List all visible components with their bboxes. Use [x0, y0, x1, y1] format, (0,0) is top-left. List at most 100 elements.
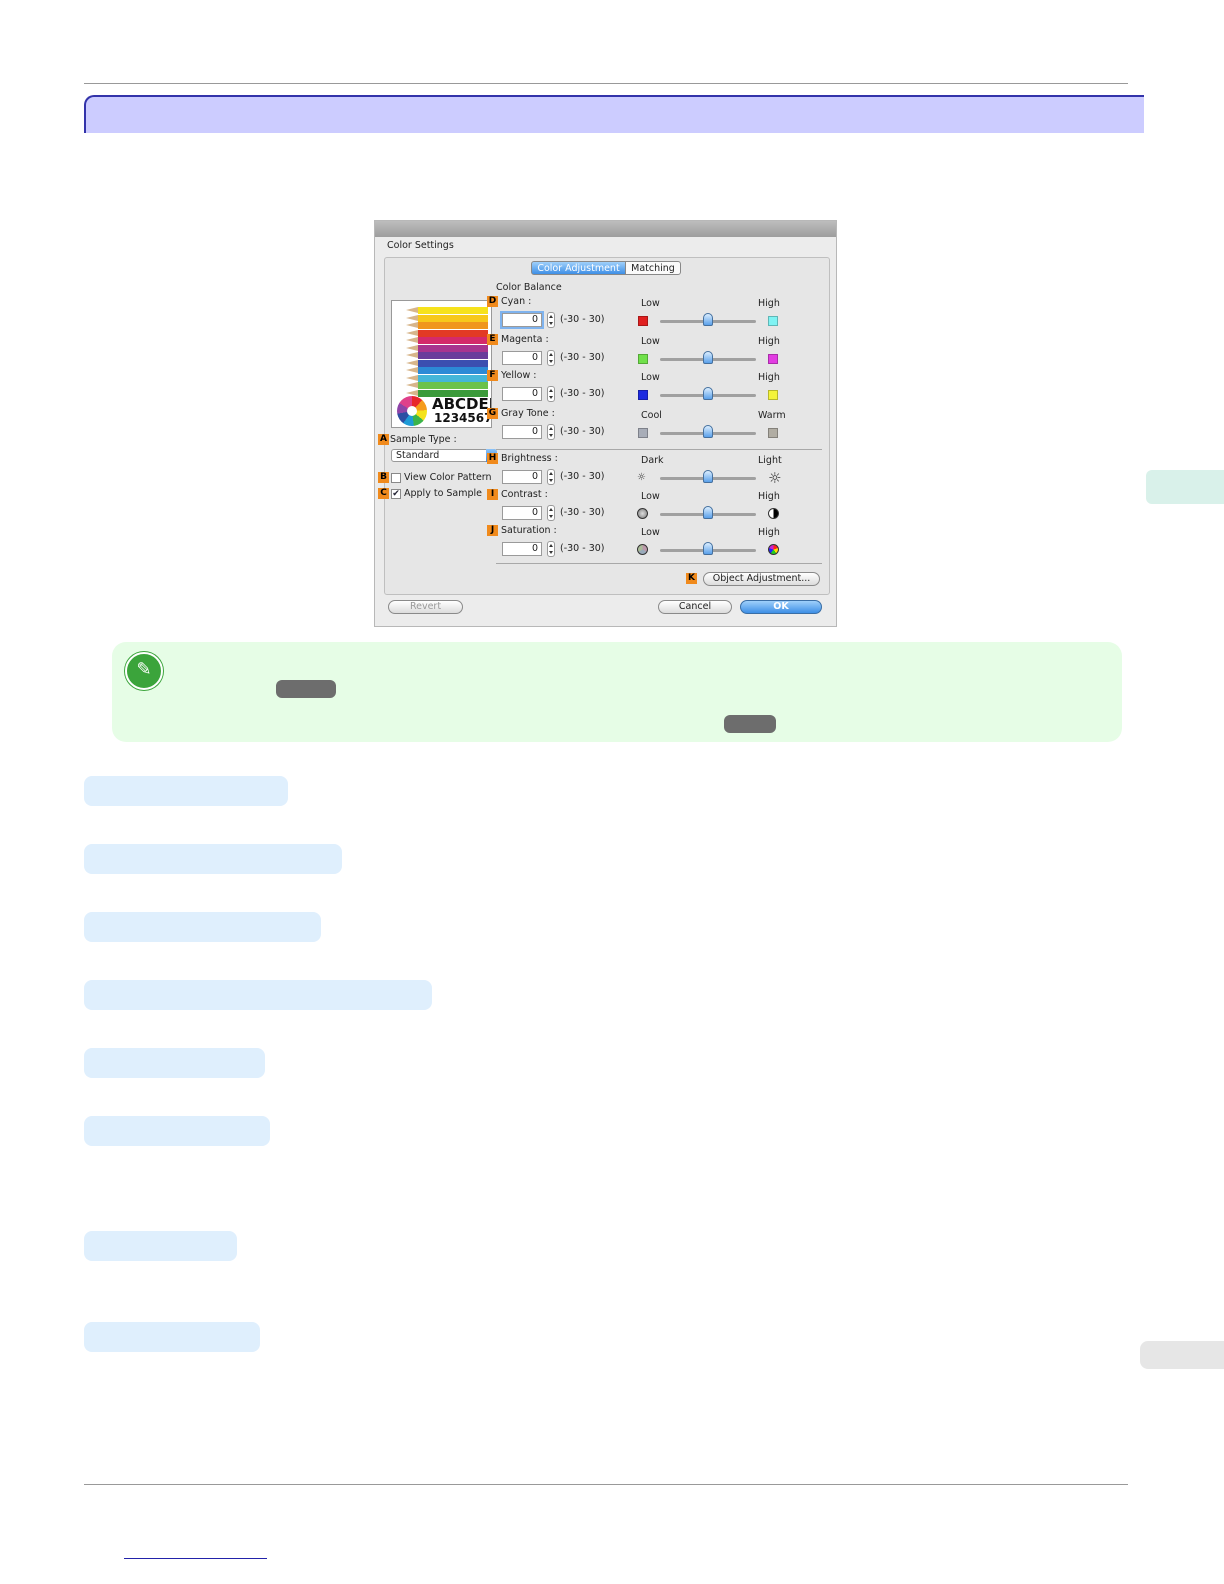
color-wheel-icon [397, 396, 427, 426]
value-field[interactable]: 0 [502, 470, 542, 484]
right-caption: High [758, 491, 780, 502]
right-caption: High [758, 336, 780, 347]
row-label: Contrast : [501, 489, 548, 500]
high-contrast-icon [768, 508, 779, 519]
tab-color-adjustment[interactable]: Color Adjustment [531, 261, 626, 275]
value-field[interactable]: 0 [502, 313, 542, 327]
note-box [112, 642, 1122, 742]
value-field[interactable]: 0 [502, 387, 542, 401]
checkmark-icon: ✔ [392, 489, 400, 499]
slider-thumb[interactable] [703, 387, 713, 400]
pencil [406, 367, 488, 374]
right-caption: High [758, 527, 780, 538]
pencil [406, 337, 488, 344]
item-heading-pill [84, 776, 288, 806]
sun-large-icon: ☼ [768, 469, 782, 487]
slider-thumb[interactable] [703, 470, 713, 483]
ok-button[interactable]: OK [740, 600, 822, 614]
left-color-swatch [638, 428, 648, 438]
right-caption: High [758, 372, 780, 383]
stepper-icon[interactable] [547, 505, 555, 521]
marker-i: I [487, 489, 498, 500]
tab-matching[interactable]: Matching [625, 261, 681, 275]
color-balance-label: Color Balance [496, 282, 562, 293]
stepper-icon[interactable] [547, 469, 555, 485]
range-text: (-30 - 30) [560, 543, 605, 554]
stepper-icon[interactable] [547, 350, 555, 366]
row-label: Cyan : [501, 296, 532, 307]
value-field[interactable]: 0 [502, 506, 542, 520]
key-chip [724, 715, 776, 733]
low-saturation-icon [637, 544, 648, 555]
pencil [406, 322, 488, 329]
right-caption: Warm [758, 410, 786, 421]
slider-thumb[interactable] [703, 313, 713, 326]
left-caption: Low [641, 298, 660, 309]
marker-c: C [378, 488, 389, 499]
low-contrast-icon [637, 508, 648, 519]
pencil [406, 382, 488, 389]
marker-e: E [487, 334, 498, 345]
row-label: Brightness : [501, 453, 558, 464]
dialog-title: Color Settings [387, 240, 454, 251]
divider [496, 449, 822, 450]
item-heading-pill [84, 912, 321, 942]
item-heading-pill [84, 980, 432, 1010]
value-field[interactable]: 0 [502, 425, 542, 439]
range-text: (-30 - 30) [560, 314, 605, 325]
value-field[interactable]: 0 [502, 351, 542, 365]
sample-image: ABCDEF 1234567 [391, 300, 492, 428]
view-color-pattern-label: View Color Pattern [404, 472, 492, 483]
item-heading-pill [84, 1048, 265, 1078]
row-label: Magenta : [501, 334, 549, 345]
right-color-swatch [768, 354, 778, 364]
chapter-side-tab [1146, 470, 1224, 504]
left-color-swatch [638, 316, 648, 326]
range-text: (-30 - 30) [560, 426, 605, 437]
left-caption: Low [641, 336, 660, 347]
marker-f: F [487, 370, 498, 381]
stepper-icon[interactable] [547, 312, 555, 328]
marker-h: H [487, 453, 498, 464]
revert-button[interactable]: Revert [388, 600, 463, 614]
section-header-bar [84, 95, 1144, 133]
right-color-swatch [768, 390, 778, 400]
marker-b: B [378, 472, 389, 483]
apply-to-sample-checkbox[interactable]: ✔ [391, 489, 401, 499]
dialog-titlebar [375, 221, 836, 237]
cancel-button[interactable]: Cancel [658, 600, 732, 614]
item-heading-pill [84, 844, 342, 874]
value-field[interactable]: 0 [502, 542, 542, 556]
high-saturation-icon [768, 544, 779, 555]
item-heading-pill [84, 1322, 260, 1352]
divider [496, 563, 822, 564]
stepper-icon[interactable] [547, 424, 555, 440]
pencil [406, 344, 488, 352]
slider-thumb[interactable] [703, 351, 713, 364]
sample-text-numbers: 1234567 [434, 411, 492, 425]
slider-thumb[interactable] [703, 425, 713, 438]
item-heading-pill [84, 1231, 237, 1261]
pencil [406, 352, 488, 359]
right-color-swatch [768, 428, 778, 438]
index-side-tab [1140, 1341, 1224, 1369]
sample-type-select[interactable]: Standard [391, 449, 497, 462]
stepper-icon[interactable] [547, 541, 555, 557]
sample-text-letters: ABCDEF [432, 395, 491, 413]
row-label: Saturation : [501, 525, 557, 536]
apply-to-sample-label: Apply to Sample [404, 488, 483, 499]
range-text: (-30 - 30) [560, 352, 605, 363]
range-text: (-30 - 30) [560, 388, 605, 399]
object-adjustment-button[interactable]: Object Adjustment... [703, 572, 820, 586]
pencil [406, 389, 488, 397]
marker-g: G [487, 408, 498, 419]
left-caption: Cool [641, 410, 662, 421]
slider-thumb[interactable] [703, 506, 713, 519]
stepper-icon[interactable] [547, 386, 555, 402]
color-settings-dialog: Color Settings Color Adjustment Matching… [374, 220, 837, 627]
pencil [406, 359, 488, 367]
slider-thumb[interactable] [703, 542, 713, 555]
range-text: (-30 - 30) [560, 471, 605, 482]
view-color-pattern-checkbox[interactable] [391, 473, 401, 483]
right-caption: High [758, 298, 780, 309]
